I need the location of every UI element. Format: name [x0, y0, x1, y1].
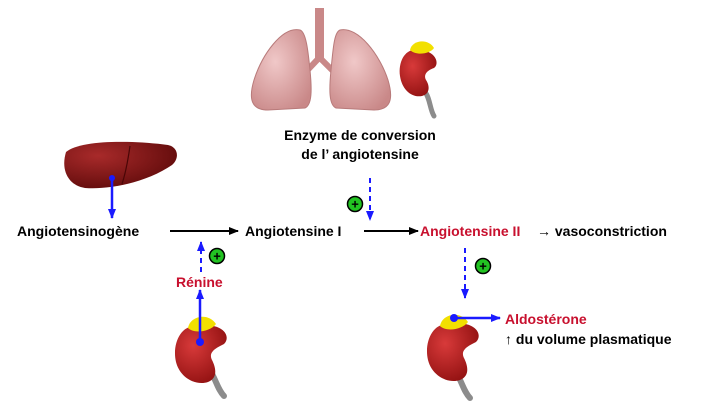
enzyme-label-line2: de l’ angiotensine: [301, 146, 419, 162]
liver-icon: [64, 141, 177, 219]
badge-plus-renin: +: [213, 249, 221, 264]
stimulation-badge-adrenal: +: [474, 257, 492, 275]
angiotensin-ii-label: Angiotensine II: [420, 223, 521, 239]
plasma-volume-label: ↑ du volume plasmatique: [505, 331, 671, 347]
kidney-adrenal-top-icon: [399, 41, 437, 119]
plasma-volume-arrow: ↑: [505, 331, 512, 347]
kidney-adrenal-aldosterone-icon: [426, 314, 501, 401]
vasoconstriction-arrow: →: [537, 223, 551, 239]
angiotensinogen-label: Angiotensinogène: [17, 223, 140, 239]
vasoconstriction-text: vasoconstriction: [554, 223, 667, 239]
kidney-renin-icon: [174, 289, 227, 399]
enzyme-label: Enzyme de conversion de l’ angiotensine: [250, 127, 470, 162]
enzyme-label-line1: Enzyme de conversion: [284, 127, 436, 143]
badge-plus-adrenal: +: [479, 259, 487, 274]
lungs-icon: [250, 8, 392, 111]
vasoconstriction-label: → vasoconstriction: [537, 223, 667, 239]
angiotensin-i-label: Angiotensine I: [245, 223, 342, 239]
aldosterone-label: Aldostérone: [505, 311, 587, 327]
plasma-volume-text: du volume plasmatique: [515, 331, 672, 347]
stimulation-badge-eca: +: [346, 195, 364, 213]
stimulation-badge-renin: +: [208, 247, 226, 265]
badge-plus-eca: +: [351, 197, 359, 212]
renin-label: Rénine: [176, 274, 223, 290]
